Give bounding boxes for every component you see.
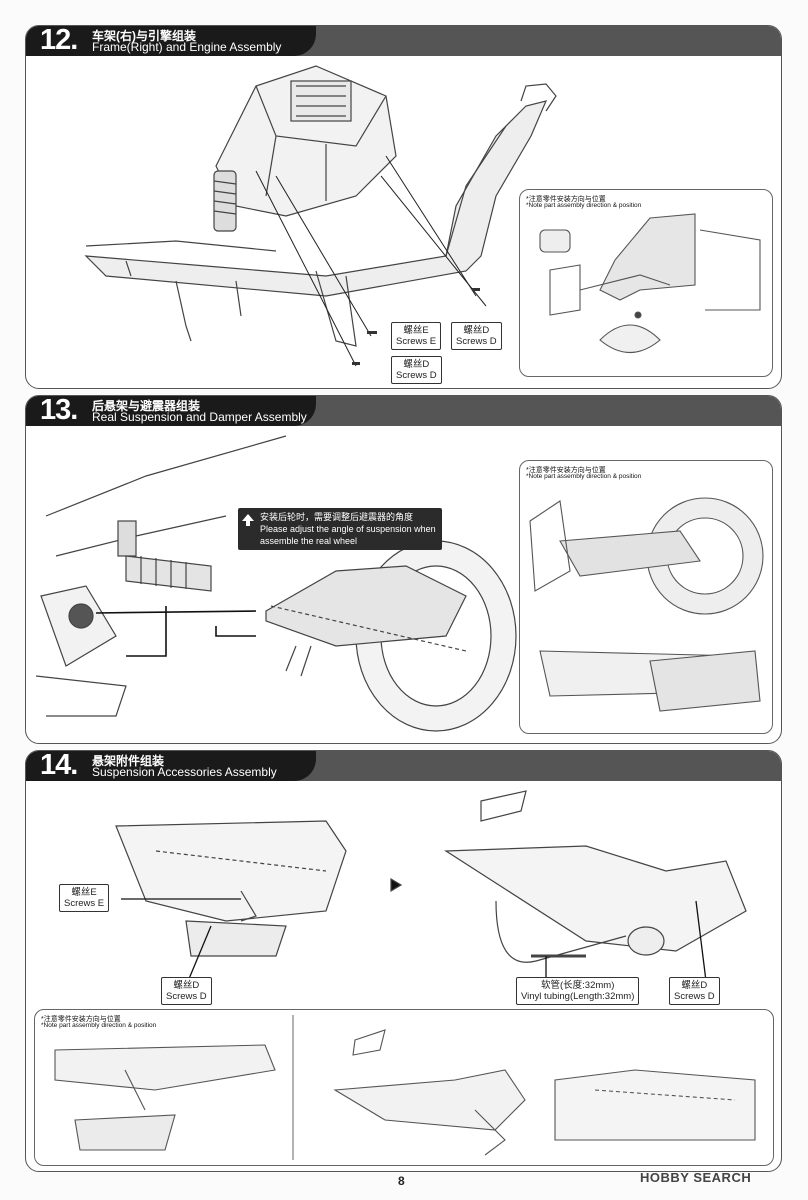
note-text-en: *Note part assembly direction & position	[526, 202, 642, 209]
note-box: *注意零件安装方向与位置 *Note part assembly directi…	[519, 460, 773, 734]
step-number: 14.	[40, 750, 78, 781]
step-header: 14. 悬架附件组装 Suspension Accessories Assemb…	[26, 751, 781, 781]
step-12-panel: 12. 车架(右)与引擎组装 Frame(Right) and Engine A…	[25, 25, 782, 389]
step-number: 13.	[40, 395, 78, 426]
note-text-cn: *注意零件安装方向与位置	[526, 196, 606, 203]
adjust-suspension-callout: 安装后轮时，需要调整后避震器的角度 Please adjust the angl…	[238, 508, 442, 550]
detail-illustration	[54, 1015, 756, 1160]
note-box: *注意零件安装方向与位置 *Note part assembly directi…	[34, 1009, 774, 1166]
watermark: HOBBY SEARCH	[640, 1170, 752, 1185]
detail-illustration	[529, 497, 764, 712]
screws-e-label: 螺丝E Screws E	[59, 884, 110, 912]
step-number: 12.	[40, 25, 78, 56]
step-title-en: Real Suspension and Damper Assembly	[92, 410, 307, 424]
suspension-accessories-illustration	[115, 790, 747, 991]
up-arrow-icon	[242, 514, 254, 526]
vinyl-tubing-label: 软管(长度:32mm) Vinyl tubing(Length:32mm)	[516, 977, 640, 1005]
step-header: 12. 车架(右)与引擎组装 Frame(Right) and Engine A…	[26, 26, 781, 56]
screws-d-label: 螺丝D Screws D	[669, 977, 720, 1005]
step-title-cn: 后悬架与避震器组装	[92, 399, 201, 413]
screws-d-label: 螺丝D Screws D	[161, 977, 212, 1005]
step-title-en: Suspension Accessories Assembly	[92, 765, 277, 779]
note-text-cn: *注意零件安装方向与位置	[526, 467, 606, 474]
step-title-cn: 车架(右)与引擎组装	[92, 29, 196, 43]
step-title-cn: 悬架附件组装	[92, 754, 165, 768]
step-title-en: Frame(Right) and Engine Assembly	[92, 40, 282, 54]
screws-d-label: 螺丝D Screws D	[451, 322, 502, 350]
page-number: 8	[398, 1174, 405, 1188]
note-text-cn: *注意零件安装方向与位置	[41, 1016, 121, 1023]
note-text-en: *Note part assembly direction & position	[526, 473, 642, 480]
screws-e-label: 螺丝E Screws E	[391, 322, 442, 350]
note-box: *注意零件安装方向与位置 *Note part assembly directi…	[519, 189, 773, 377]
step-header: 13. 后悬架与避震器组装 Real Suspension and Damper…	[26, 396, 781, 426]
detail-illustration	[539, 213, 761, 353]
step-14-panel: 14. 悬架附件组装 Suspension Accessories Assemb…	[25, 750, 782, 1172]
note-text-en: *Note part assembly direction & position	[41, 1022, 157, 1029]
screws-d-label: 螺丝D Screws D	[391, 356, 442, 384]
step-13-panel: 13. 后悬架与避震器组装 Real Suspension and Damper…	[25, 395, 782, 744]
frame-engine-illustration	[84, 65, 557, 367]
suspension-damper-illustration	[35, 435, 517, 732]
